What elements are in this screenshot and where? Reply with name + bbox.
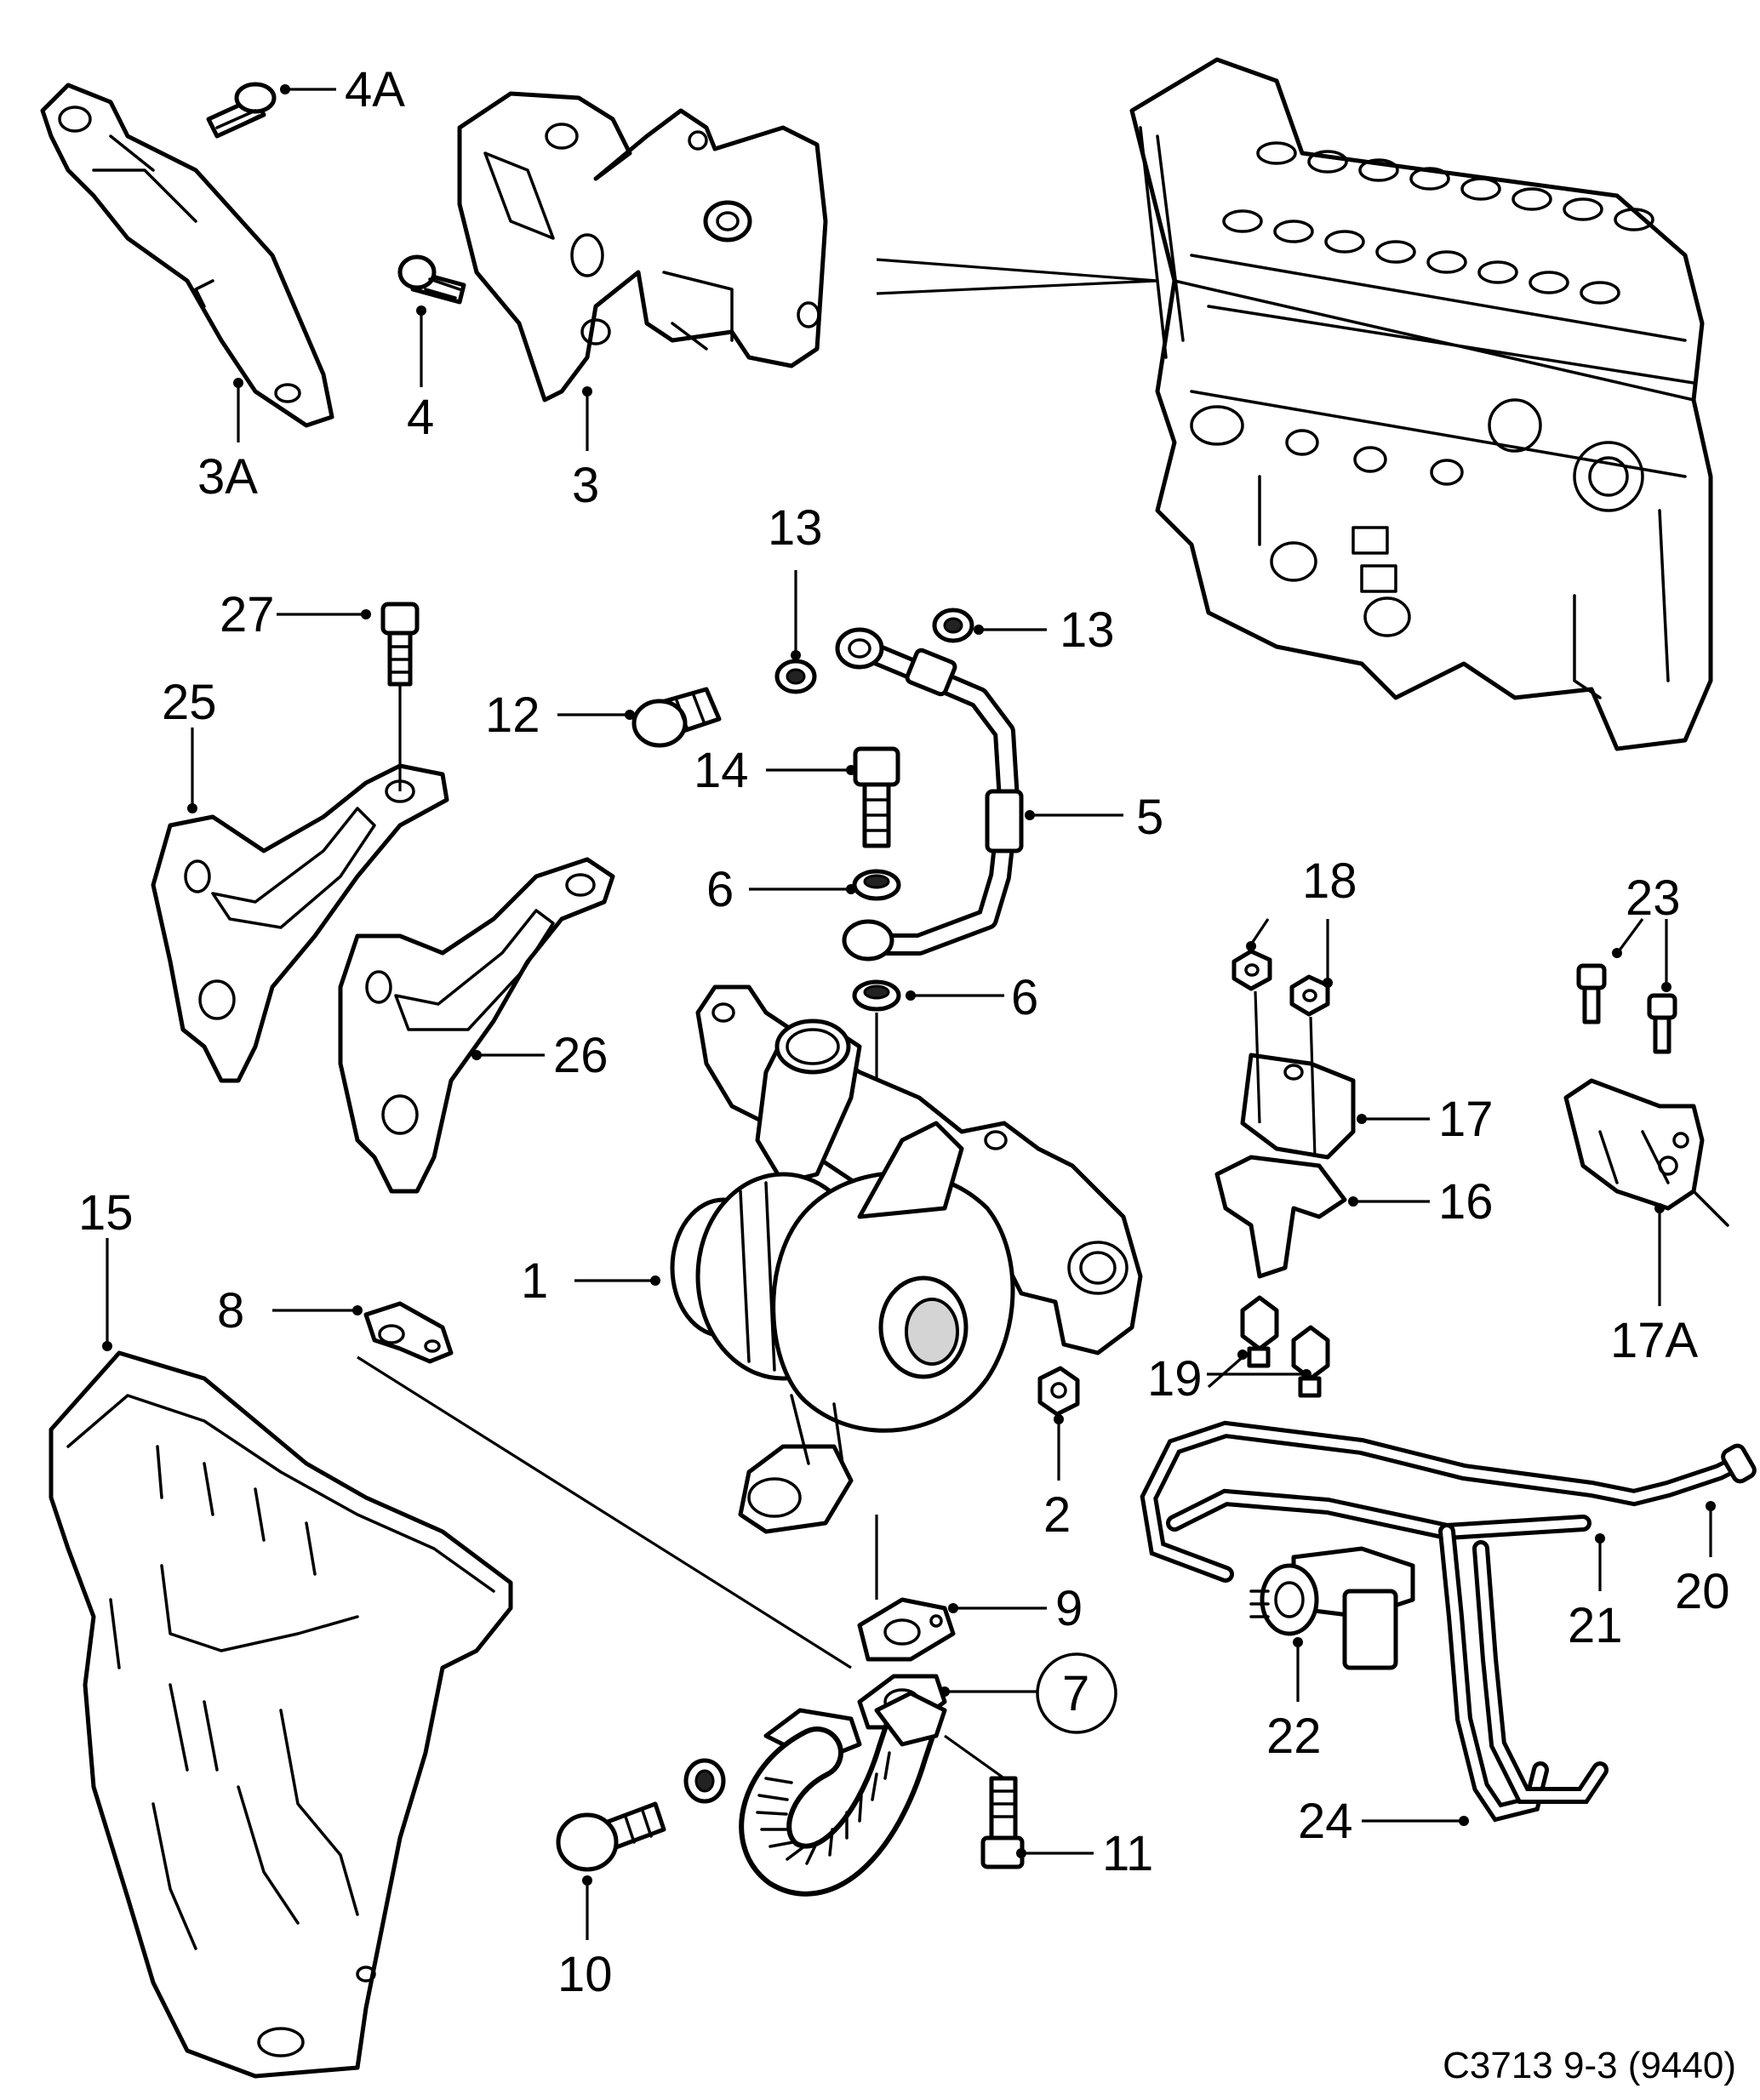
callout-7: 7	[1062, 1666, 1089, 1721]
callout-leaders	[102, 84, 1716, 1940]
callout-21: 21	[1568, 1598, 1623, 1653]
callout-4A: 4A	[345, 62, 405, 117]
callout-13-right: 13	[1060, 602, 1115, 658]
banjo-bolt-14	[853, 746, 900, 848]
turbocharger-1	[670, 984, 1143, 1534]
callout-24: 24	[1298, 1794, 1353, 1849]
engine-reference-lines	[876, 258, 1158, 295]
callout-labels: 4A 4 3A 3 13 13 12 14 5 6 6 27 25 26 18 …	[78, 62, 1736, 2086]
callout-27: 27	[220, 587, 275, 642]
callout-22: 22	[1266, 1709, 1322, 1764]
callout-17A: 17A	[1610, 1313, 1699, 1368]
drawing-code: C3713 9-3 (9440)	[1443, 2045, 1736, 2086]
washer-13-left	[774, 659, 817, 694]
callout-18: 18	[1302, 853, 1357, 909]
dampers-19	[1240, 1295, 1330, 1398]
bracket-16	[1214, 1155, 1347, 1279]
bracket-3a	[40, 83, 334, 428]
callout-9: 9	[1055, 1581, 1083, 1636]
banjo-bolt-12	[631, 687, 722, 748]
washer-6-lower	[852, 979, 901, 1012]
oil-drain-pipe	[739, 1691, 947, 1897]
nut-2	[1037, 1366, 1080, 1417]
bolt-27	[380, 602, 420, 791]
callout-15: 15	[78, 1185, 134, 1241]
washer-drain	[683, 1758, 726, 1804]
callout-19: 19	[1147, 1351, 1203, 1407]
callout-8: 8	[217, 1283, 244, 1338]
heat-shield-bracket-25	[151, 763, 449, 1083]
callout-10: 10	[557, 1947, 613, 2002]
callout-4: 4	[407, 390, 434, 445]
solenoid-valve-22	[1249, 1546, 1415, 1670]
nut-18-left	[1231, 949, 1272, 991]
callout-1: 1	[521, 1253, 548, 1309]
callout-12: 12	[485, 688, 540, 743]
heat-shield-bracket-26	[338, 857, 615, 1194]
callout-14: 14	[694, 743, 749, 798]
callout-6-upper: 6	[706, 862, 734, 917]
engine-cylinder-head	[1129, 57, 1713, 751]
leader-gasket-8	[357, 1355, 852, 1669]
bolt-4	[397, 254, 466, 305]
callout-3: 3	[572, 458, 599, 513]
bracket-17	[1240, 990, 1356, 1160]
washer-13-right	[932, 608, 974, 643]
oil-feed-pipe-5	[835, 627, 1024, 962]
callout-3A: 3A	[197, 449, 258, 505]
callout-6-lower: 6	[1011, 970, 1038, 1025]
callout-2: 2	[1043, 1487, 1071, 1543]
callout-20: 20	[1675, 1564, 1730, 1619]
callout-17: 17	[1438, 1092, 1494, 1147]
bracket-3	[457, 91, 828, 402]
leader-drain-bolt	[944, 1734, 1005, 1780]
callout-26: 26	[553, 1028, 609, 1083]
gasket-8	[363, 1301, 454, 1364]
vacuum-hoses-21	[1140, 1420, 1757, 1583]
bolts-23	[1576, 963, 1677, 1054]
nut-18-right	[1289, 974, 1330, 1017]
callout-11: 11	[1102, 1826, 1153, 1881]
vacuum-hoses-24	[1438, 1523, 1609, 1823]
gasket-9	[857, 1597, 956, 1662]
callout-23: 23	[1626, 870, 1681, 926]
manifold-heat-shield-15	[49, 1350, 513, 2079]
callout-25: 25	[162, 675, 217, 730]
callout-16: 16	[1438, 1174, 1494, 1230]
bolt-10	[556, 1801, 666, 1872]
callout-13-top: 13	[768, 500, 823, 556]
bracket-17a	[1563, 1078, 1729, 1227]
washer-6-upper	[852, 869, 901, 901]
bolt-4a	[206, 82, 277, 139]
callout-5: 5	[1136, 790, 1163, 845]
